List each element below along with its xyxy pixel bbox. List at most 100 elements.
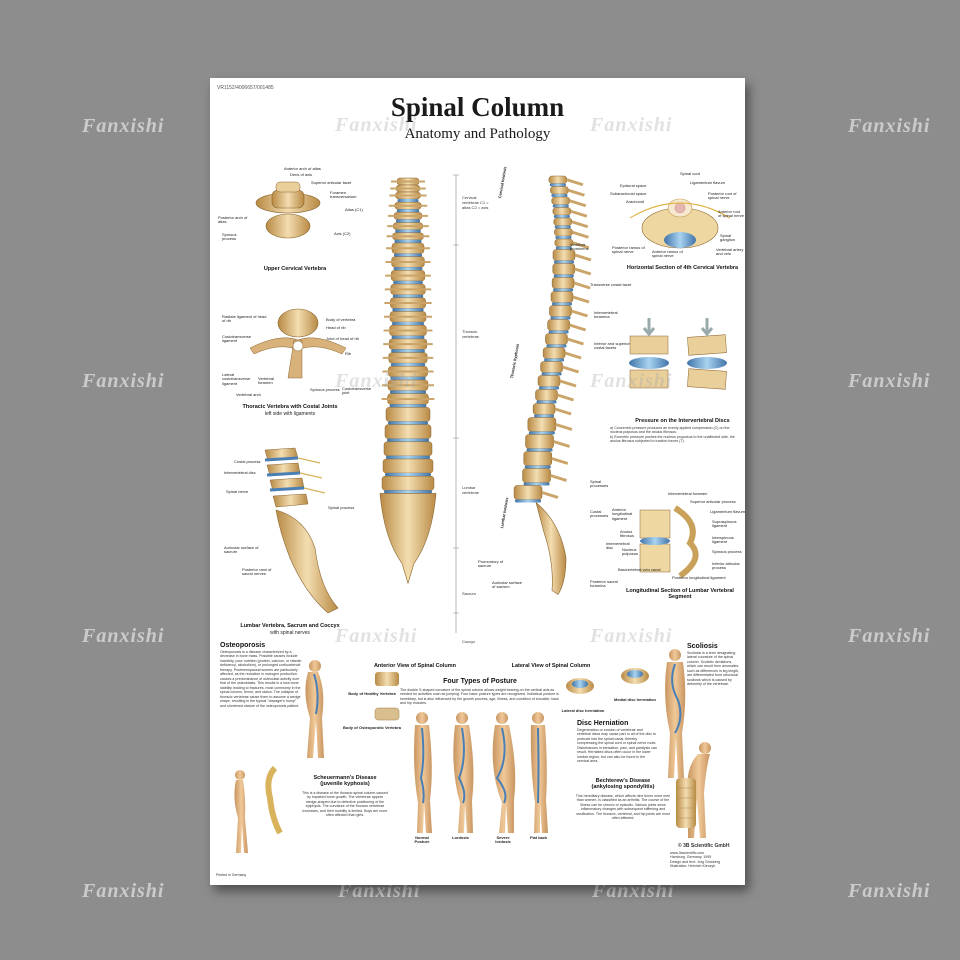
anterior-vertebra [384, 424, 432, 439]
anterior-vertebra [384, 297, 432, 309]
poster-subtitle: Anatomy and Pathology [404, 126, 551, 142]
lateral-vertebra [551, 277, 591, 290]
anterior-vertebra [388, 212, 428, 220]
lateral-disc [526, 448, 553, 452]
label-costal-process: Costal process [234, 459, 261, 464]
anterior-disc [390, 390, 426, 394]
lateral-disc [544, 358, 565, 362]
label-intervertebral-disc: Intervertebral disc [224, 470, 256, 475]
watermark: Fanxishi [82, 370, 165, 392]
label-transverse-costal-facet: Transverse costal facet [590, 282, 632, 287]
label-ligamentum-flavum-long: Ligamentum flavum [710, 509, 745, 514]
anterior-vertebra [385, 407, 431, 422]
label-atlas: Atlas (C1) [345, 207, 363, 212]
bechterew-figure-illustration [676, 742, 711, 838]
lateral-disc [549, 183, 566, 187]
lateral-vertebra [522, 468, 568, 483]
lateral-disc [524, 465, 551, 469]
label-nucleus-pulposus: Nucleus pulposus [622, 547, 639, 557]
anterior-disc [394, 253, 422, 257]
publisher: © 3B Scientific GmbH [678, 843, 730, 849]
region-lumbar: Lumbar vertebrae [462, 485, 479, 495]
label-dens: Dens of axis [290, 172, 313, 177]
lumbar-caption: Lumbar Vertebra, Sacrum and Coccyx [240, 623, 340, 629]
printed-in: Printed in Germany [216, 873, 247, 877]
scheuermann-heading: Scheuermann's Disease (juvenile kyphosis… [313, 775, 377, 788]
label-rib: Rib [345, 351, 352, 356]
anterior-disc [392, 294, 424, 298]
anterior-vertebra [387, 222, 429, 230]
lateral-disc [553, 260, 574, 264]
lateral-vertebra [552, 207, 588, 218]
longitudinal-caption: Longitudinal Section of Lumbar Vertebral… [626, 588, 734, 601]
posture-type-normal: Normal Posture [414, 835, 430, 845]
anterior-disc [391, 349, 425, 353]
lateral-disc [548, 330, 569, 334]
label-posterior-ramus: Posterior ramus of spinal nerve [612, 245, 645, 255]
region-bracket [453, 174, 459, 633]
posture-type-lordosis: Lordosis [452, 835, 469, 840]
posture-type-severe-lordosis: Severe lordosis [495, 835, 511, 845]
anterior-disc [396, 209, 420, 213]
lateral-vertebra [537, 375, 577, 388]
label-costotransverse-ligament: Costotransverse ligament [222, 334, 252, 344]
herniation-heading: Disc Herniation [577, 720, 629, 727]
lateral-vertebra [545, 333, 584, 346]
publisher-info: www.3bscientific.com Hamburg, Germany, 1… [670, 851, 720, 869]
lateral-vertebra [549, 305, 588, 318]
osteoporotic-vertebra-caption: Body of Osteoporotic Vertebra [342, 725, 401, 730]
herniation-text: Degeneration or erosion of vertebrae and… [577, 728, 657, 764]
thoracic-caption: Thoracic Vertebra with Costal Joints [242, 404, 338, 410]
posture-text: The double S-shaped curvature of the spi… [400, 688, 559, 706]
osteoporosis-figure-illustration [305, 660, 400, 758]
anterior-vertebra [382, 366, 434, 378]
lateral-disc [536, 400, 557, 404]
label-intervertebral-foramen: Intervertebral foramen [668, 491, 708, 496]
label-anterior-arch: Anterior arch of atlas [284, 166, 321, 171]
watermark: Fanxishi [848, 370, 931, 392]
lateral-vertebra [554, 228, 589, 239]
lumbar-caption-sub: with spinal nerves [270, 630, 310, 636]
osteoporosis-text: Osteoporosis is a disease characterized … [220, 650, 302, 708]
label-lateral-costotransverse: Lateral costotransverse ligament [222, 372, 251, 386]
anterior-vertebra [382, 379, 434, 391]
label-axis: Axis (C2) [334, 231, 351, 236]
anterior-vertebra [391, 177, 425, 186]
lateral-vertebra [552, 263, 592, 276]
lateral-vertebra [513, 485, 559, 500]
anterior-disc [384, 490, 432, 494]
label-basivertebral: Basivertebral vein canal [618, 567, 661, 572]
medial-herniation-caption: Medial disc herniation [613, 697, 656, 702]
anterior-disc [391, 335, 425, 339]
anterior-disc [396, 219, 420, 223]
label-costal-processes: Costal processes [590, 509, 609, 519]
pressure-discs-illustration [629, 318, 727, 390]
longitudinal-section-illustration [639, 505, 699, 579]
anterior-vertebra [389, 191, 427, 200]
lateral-sacrum [535, 501, 567, 595]
label-foramen-transversarium: Foramen transversarium [330, 190, 357, 200]
label-joint-head-rib: Joint of head of rib [326, 336, 359, 341]
lateral-vertebra [525, 434, 571, 449]
anterior-vertebra [381, 393, 435, 405]
label-vertebral-artery: Vertebral artery and vein [716, 247, 744, 257]
lateral-disc [552, 204, 569, 208]
scheuermann-figure-illustration [234, 765, 283, 853]
reference-code: VR1152/4006657/001485 [217, 85, 274, 91]
lateral-vertebra [542, 347, 582, 360]
lateral-disc [541, 372, 562, 376]
bechterew-text: This hereditary disease, which affects n… [575, 794, 671, 821]
label-interspinous: Interspinous ligament [712, 535, 734, 545]
lateral-vertebra [553, 217, 589, 229]
anterior-disc [390, 376, 426, 380]
anterior-disc [388, 421, 428, 425]
anatomy-illustrations [234, 174, 731, 853]
lateral-vertebra [547, 319, 587, 332]
anterior-view-caption: Anterior View of Spinal Column [373, 663, 457, 669]
anterior-disc [386, 455, 430, 459]
lateral-herniation-caption: Lateral disc herniation [561, 708, 605, 713]
label-thoracic-spinous: Spinous process [310, 387, 340, 392]
anterior-disc [392, 308, 424, 312]
scoliosis-figure-illustration [665, 649, 686, 778]
anterior-vertebra [386, 242, 430, 254]
